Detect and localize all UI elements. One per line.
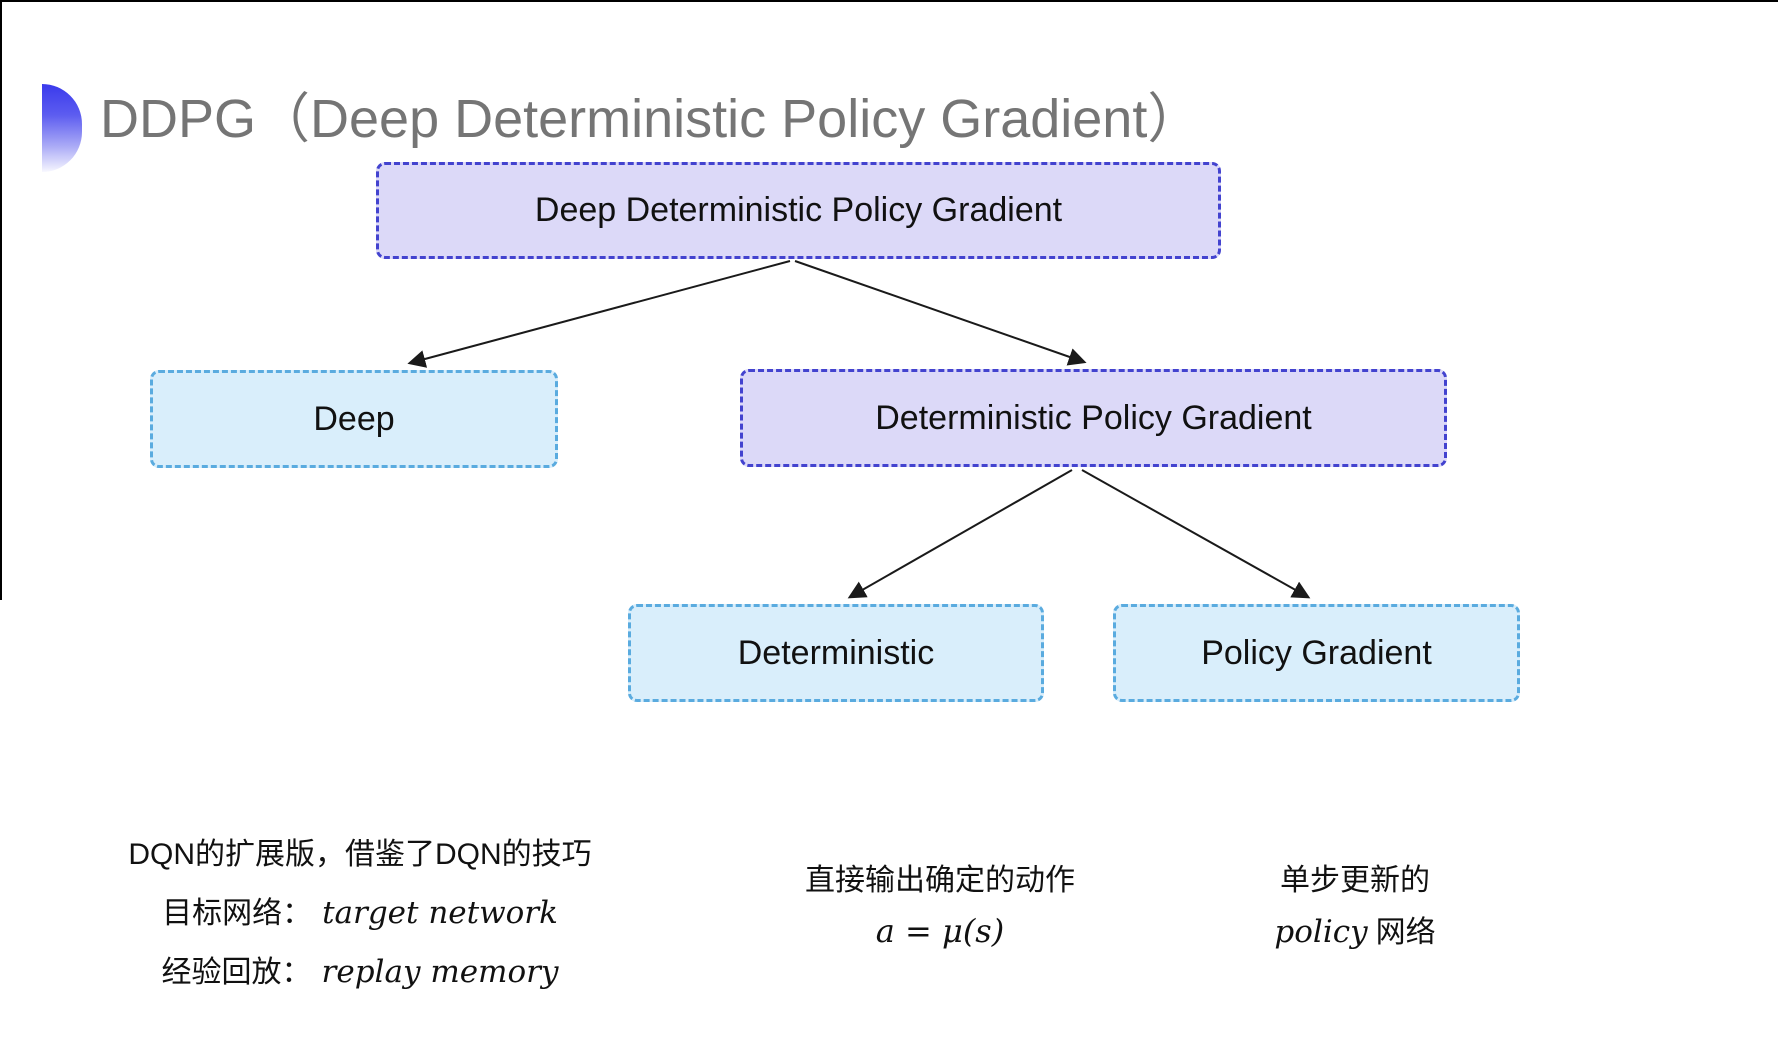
- node-deep-deterministic-policy-gradient: Deep Deterministic Policy Gradient: [376, 162, 1221, 259]
- note-policy-gradient-line1: 单步更新的: [1280, 864, 1430, 897]
- note-deep-line3-label: 经验回放：: [161, 956, 312, 989]
- note-deterministic-formula: a = μ(s): [875, 912, 1005, 950]
- note-deep-line2-label: 目标网络：: [162, 897, 313, 930]
- note-deep-block: DQN的扩展版，借鉴了DQN的技巧 目标网络： target network 经验…: [100, 834, 620, 994]
- note-deep-line3-term: replay memory: [321, 954, 559, 990]
- node-deterministic-policy-gradient: Deterministic Policy Gradient: [740, 369, 1447, 467]
- arrow-root-to-dpg: [794, 260, 1087, 366]
- node-deterministic: Deterministic: [628, 604, 1044, 702]
- note-deep-line2: 目标网络： target network: [162, 892, 558, 935]
- node-label: Deterministic Policy Gradient: [875, 398, 1312, 437]
- note-policy-gradient-term: policy: [1274, 914, 1368, 950]
- arrow-dpg-to-deterministic: [847, 469, 1073, 599]
- node-label: Deep: [313, 399, 395, 438]
- node-label: Deep Deterministic Policy Gradient: [534, 191, 1063, 229]
- frame-left-border: [0, 2, 2, 600]
- node-policy-gradient: Policy Gradient: [1113, 604, 1520, 702]
- arrow-root-to-deep: [407, 260, 791, 368]
- arrow-dpg-to-policy-gradient: [1081, 469, 1311, 599]
- note-deep-line1: DQN的扩展版，借鉴了DQN的技巧: [128, 838, 592, 871]
- note-deep-line3: 经验回放： replay memory: [162, 951, 559, 994]
- node-label: Policy Gradient: [1201, 633, 1432, 672]
- note-deep-line2-term: target network: [322, 895, 558, 931]
- note-deterministic-block: 直接输出确定的动作 a = μ(s): [705, 860, 1175, 951]
- title-ornament-half-circle-icon: [42, 84, 82, 172]
- node-label: Deterministic: [737, 633, 935, 672]
- note-deterministic-line1: 直接输出确定的动作: [805, 864, 1075, 897]
- slide-title: DDPG（Deep Deterministic Policy Gradient）: [100, 89, 1202, 149]
- note-policy-gradient-suffix: 网络: [1375, 916, 1436, 949]
- node-deep: Deep: [150, 370, 558, 468]
